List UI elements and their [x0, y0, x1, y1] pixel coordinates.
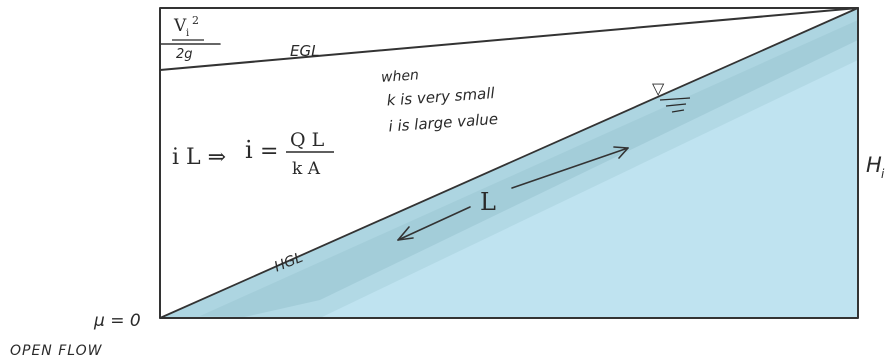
head-symbol: H — [866, 153, 882, 177]
formula-i: i — [245, 136, 253, 164]
velocity-head-power: 2 — [192, 14, 199, 27]
velocity-head-denominator: 2g — [176, 47, 193, 62]
diagram-frame — [159, 7, 859, 319]
velocity-head-label: V i 2 2g — [172, 14, 204, 62]
mu-label: μ = 0 — [93, 311, 141, 331]
length-arrow-left — [397, 206, 471, 241]
water-shading-soft — [200, 20, 858, 318]
water-surface-icon: ▽ — [652, 79, 665, 98]
length-arrowhead-right — [613, 146, 629, 159]
formula: i L ⇒ i = Q L k A — [172, 129, 334, 179]
note-line-3: i is large value — [388, 110, 499, 136]
formula-equals: = — [260, 139, 278, 164]
water-surface-marker: ▽ — [652, 79, 691, 113]
velocity-head-v: V — [173, 16, 187, 36]
formula-lhs: i L ⇒ — [172, 145, 226, 170]
length-dimension: L — [397, 146, 629, 241]
egl-label: EGL — [290, 42, 319, 60]
condition-note: when k is very small i is large value — [381, 67, 499, 136]
egl-line — [159, 7, 859, 71]
hgl-line — [159, 7, 859, 319]
open-flow-label: OPEN FLOW — [10, 343, 103, 359]
note-line-1: when — [381, 67, 420, 86]
length-arrowhead-left — [397, 226, 414, 241]
formula-numerator: Q L — [290, 129, 325, 151]
length-label: L — [480, 188, 496, 216]
note-line-2: k is very small — [386, 84, 496, 110]
head-subscript: i — [881, 167, 885, 181]
length-arrow-right — [511, 147, 629, 189]
formula-denominator: k A — [292, 159, 321, 179]
head-label: H i — [866, 153, 885, 181]
velocity-head-subscript: i — [186, 28, 189, 39]
